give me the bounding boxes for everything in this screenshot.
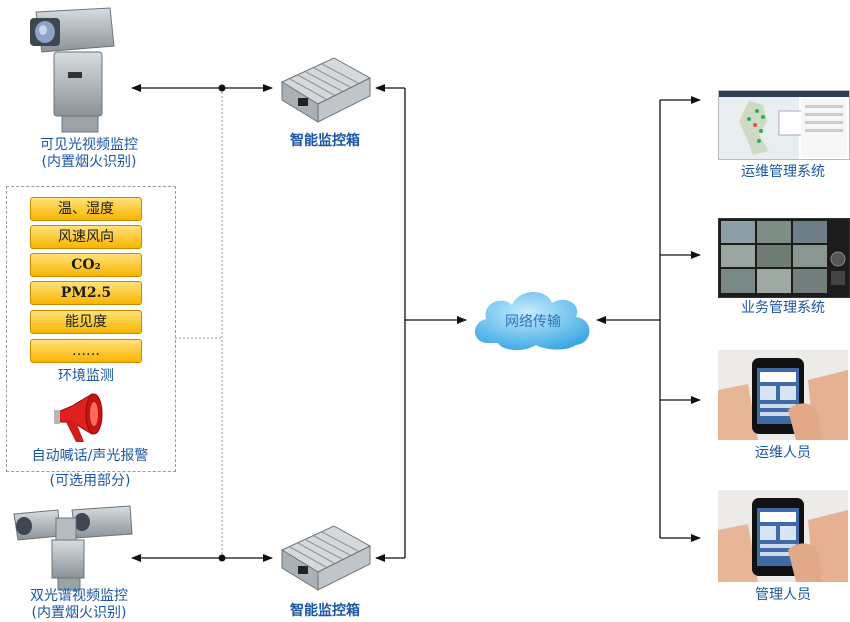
smart-box-top-icon	[280, 57, 372, 123]
smartphone-hands-icon	[718, 350, 848, 440]
business-system-label: 业务管理系统	[741, 300, 825, 316]
env-item-more: ……	[30, 339, 142, 363]
smartphone-hands-icon	[718, 490, 848, 582]
env-monitor-label: 环境监测	[58, 368, 114, 384]
management-staff-photo	[718, 490, 848, 582]
management-staff-label: 管理人员	[755, 587, 811, 603]
cloud-network-icon	[474, 291, 590, 351]
env-item-temp-humidity: 温、湿度	[30, 197, 142, 221]
cloud-network-label: 网络传输	[505, 314, 561, 330]
om-staff-label: 运维人员	[755, 445, 811, 461]
visible-camera-label-line2: (内置烟火识别)	[41, 154, 137, 170]
env-item-pm25: PM2.5	[30, 281, 142, 305]
smart-box-bottom-icon	[280, 525, 372, 591]
map-screen-icon	[719, 91, 849, 159]
dual-camera-label-line2: (内置烟火识别)	[31, 605, 127, 621]
dual-camera-label-line1: 双光谱视频监控	[30, 588, 128, 604]
dual-camera-label: 双光谱视频监控 (内置烟火识别)	[4, 588, 154, 622]
optional-label: (可选用部分)	[49, 473, 131, 489]
smart-box-top-label: 智能监控箱	[290, 133, 360, 149]
env-item-visibility: 能见度	[30, 310, 142, 334]
smart-box-bottom-label: 智能监控箱	[290, 603, 360, 619]
visible-camera-label: 可见光视频监控 (内置烟火识别)	[14, 137, 164, 171]
om-system-screenshot	[718, 90, 850, 160]
siren-horn-icon	[54, 393, 103, 442]
om-system-label: 运维管理系统	[741, 164, 825, 180]
env-item-wind: 风速风向	[30, 225, 142, 249]
optional-parts-box	[6, 186, 176, 472]
alarm-label: 自动喊话/声光报警	[31, 448, 149, 464]
video-wall-icon	[719, 219, 849, 297]
business-system-screenshot	[718, 218, 850, 298]
visible-camera-label-line1: 可见光视频监控	[40, 137, 138, 153]
dual-camera-icon	[13, 505, 133, 591]
om-staff-photo	[718, 350, 848, 440]
env-item-co2: CO₂	[30, 253, 142, 277]
visible-camera-icon	[30, 7, 115, 133]
